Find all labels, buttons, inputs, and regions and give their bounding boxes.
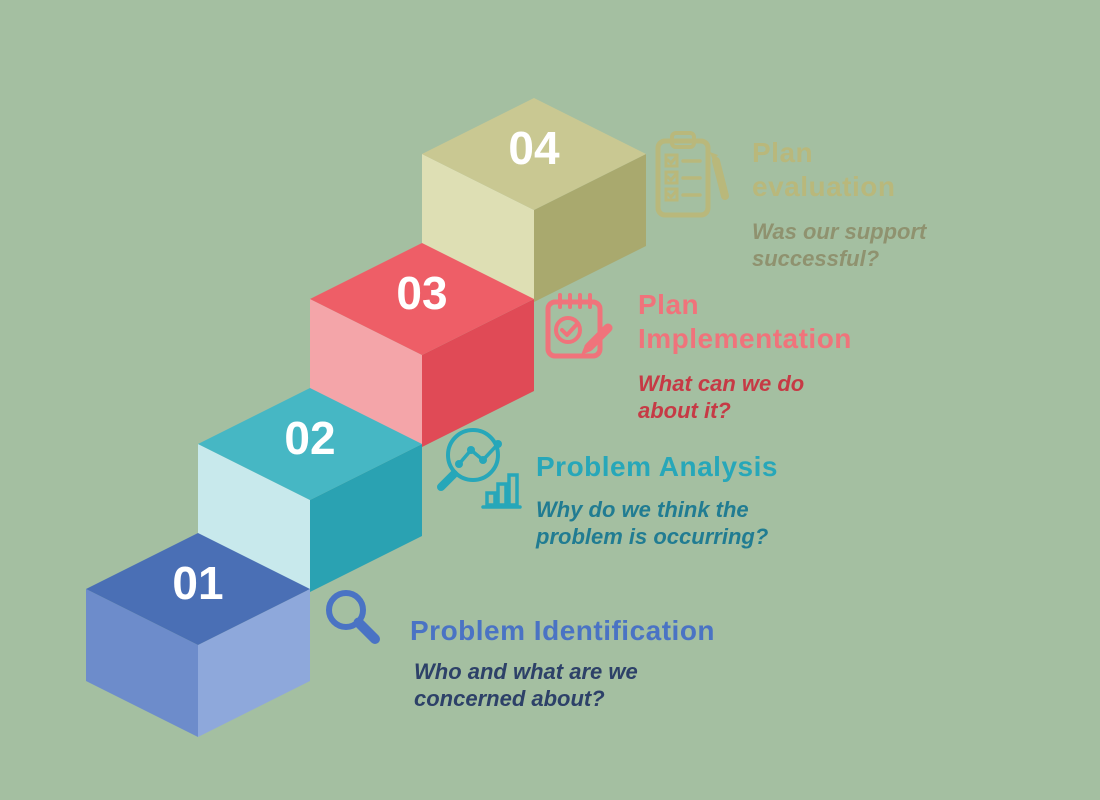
check-circle [554,316,582,344]
bar-large [507,473,519,507]
pencil-tip [581,345,591,355]
step-03-right-face [422,299,534,447]
step-04-number: 04 [508,122,560,174]
trend-line [457,442,500,466]
check-mark [666,188,679,199]
step-02-left-face [198,444,310,592]
notepad-check-pencil-icon [545,293,613,359]
pencil-body [584,323,613,352]
data-point [467,446,475,454]
magnifier-handle [353,617,380,644]
bar-small [485,491,497,507]
clipboard-checklist-pen-icon [655,131,729,218]
step-03-left-face [310,299,422,447]
bar-medium [496,482,508,507]
step-04-block [422,98,646,302]
step-03-number: 03 [396,267,448,319]
step-02-top-face [198,388,422,500]
step-02-subtitle: Why do we think the problem is occurring… [536,497,769,549]
step-04-right-face [534,154,646,302]
data-point [479,456,487,464]
data-point [494,440,502,448]
step-03-block [310,243,534,447]
magnifying-glass-icon [326,590,380,644]
step-03-title: Plan Implementation [638,289,852,354]
step-04-top-face [422,98,646,210]
magnifier-lens [326,590,366,630]
notepad-body [545,299,603,359]
step-04-title: Plan evaluation [752,137,896,202]
checkbox [664,153,679,168]
step-02-title: Problem Analysis [536,451,778,482]
step-04-left-face [422,154,534,302]
clipboard-clip [670,131,696,149]
data-point [455,460,463,468]
pen-body [712,157,729,200]
step-01-subtitle: Who and what are we concerned about? [414,659,638,711]
pen-tip [710,152,718,161]
step-02-block [198,388,422,592]
clipboard-body [655,138,711,218]
step-01-title: Problem Identification [410,615,716,646]
step-01-left-face [86,589,198,737]
step-02-right-face [310,444,422,592]
analysis-lens [446,428,500,482]
checkbox [664,170,679,185]
step-03-top-face [310,243,534,355]
step-04-subtitle: Was our support successful? [752,219,927,271]
check-mark [560,322,579,337]
step-01-number: 01 [172,557,224,609]
analysis-handle [437,470,458,491]
step-03-subtitle: What can we do about it? [638,371,805,423]
step-01-block [86,533,310,737]
check-mark [666,171,679,182]
check-mark [666,154,679,165]
step-01-top-face [86,533,310,645]
step-02-number: 02 [284,412,336,464]
checkbox [664,187,679,202]
data-analysis-icon [437,428,522,509]
step-01-right-face [198,589,310,737]
